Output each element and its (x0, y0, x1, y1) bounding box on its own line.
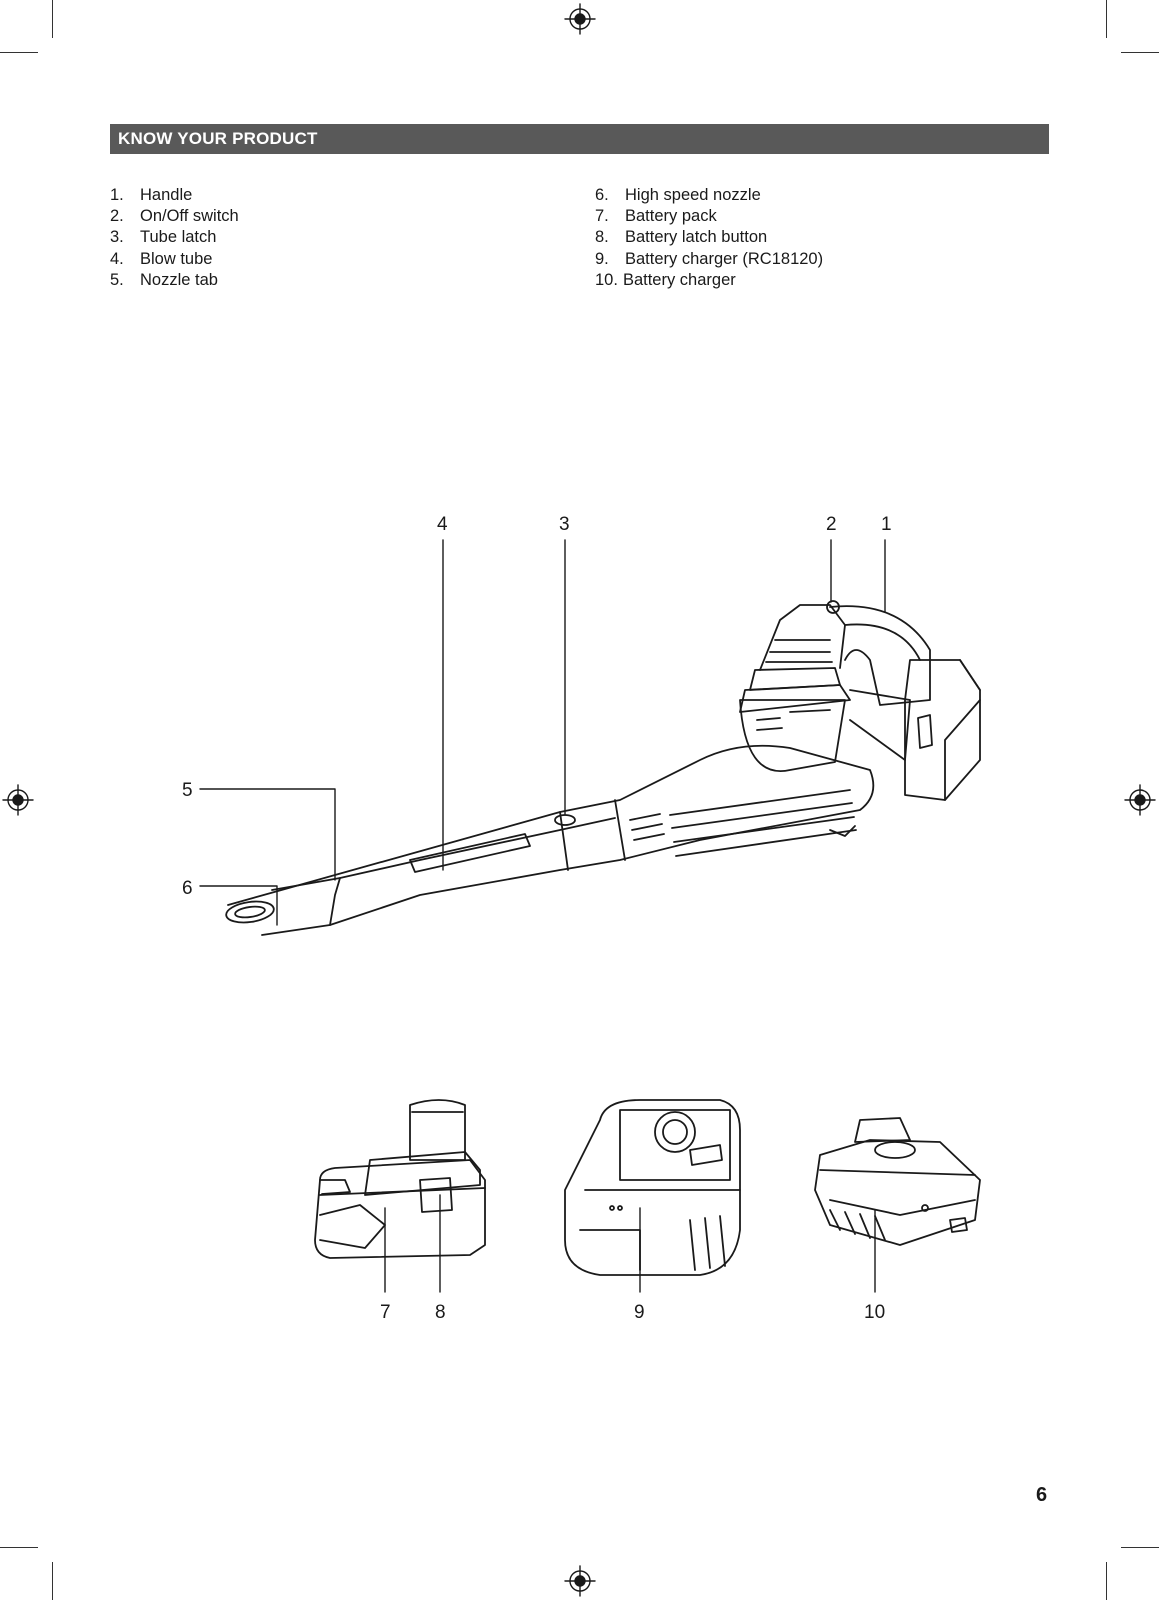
page-number: 6 (1036, 1484, 1048, 1506)
list-item: 7. Battery pack (595, 206, 823, 227)
item-label: High speed nozzle (625, 186, 761, 204)
callout-number: 7 (380, 1302, 391, 1323)
list-item: 9. Battery charger (RC18120) (595, 249, 823, 270)
item-label: Battery pack (625, 207, 717, 226)
callout-number: 6 (182, 878, 193, 899)
item-number: 10. (595, 270, 618, 289)
battery-charger-rc18120-drawing (564, 1099, 741, 1276)
callout-number: 5 (182, 780, 193, 801)
item-label: Nozzle tab (140, 270, 218, 289)
item-label: Handle (140, 186, 193, 204)
crop-mark (1121, 52, 1159, 53)
crop-mark (0, 1547, 38, 1548)
parts-list-right: 6. High speed nozzle 7. Battery pack 8. Bat… (595, 185, 823, 291)
crop-mark (52, 0, 53, 38)
battery-pack-drawing (314, 1099, 486, 1259)
blower-drawing (225, 600, 981, 936)
callout-number: 9 (634, 1302, 645, 1323)
callout-number: 10 (864, 1302, 885, 1323)
item-number: 5. (110, 270, 124, 289)
registration-mark-icon (1124, 784, 1156, 816)
list-item: 6. High speed nozzle (595, 185, 823, 206)
item-number: 6. (595, 186, 609, 204)
callout-number: 1 (881, 514, 892, 535)
item-label: Tube latch (140, 228, 217, 247)
crop-mark (0, 52, 38, 53)
callout-number: 4 (437, 514, 448, 535)
list-item: 4. Blow tube (110, 249, 239, 270)
registration-mark-icon (564, 3, 596, 35)
item-number: 1. (110, 186, 124, 204)
callout-leaders (199, 539, 886, 1293)
callout-number: 2 (826, 514, 837, 535)
crop-mark (1106, 0, 1107, 38)
list-item: 5. Nozzle tab (110, 270, 239, 291)
item-number: 7. (595, 207, 609, 226)
registration-mark-icon (2, 784, 34, 816)
crop-mark (1121, 1547, 1159, 1548)
item-label: Blow tube (140, 249, 213, 268)
list-item: 3. Tube latch (110, 227, 239, 248)
item-number: 8. (595, 228, 609, 247)
item-number: 2. (110, 207, 124, 226)
callout-number: 8 (435, 1302, 446, 1323)
item-label: On/Off switch (140, 207, 239, 226)
item-label: Battery charger (RC18120) (625, 249, 824, 268)
callout-number: 3 (559, 514, 570, 535)
item-label: Battery latch button (625, 228, 768, 247)
item-number: 3. (110, 228, 124, 247)
registration-mark-icon (564, 1565, 596, 1597)
item-number: 9. (595, 249, 609, 268)
list-item: 1. Handle (110, 185, 239, 206)
item-number: 4. (110, 249, 124, 268)
list-item: 10.Battery charger (595, 270, 823, 291)
item-label: Battery charger (622, 270, 736, 289)
crop-mark (52, 1562, 53, 1600)
section-header: KNOW YOUR PRODUCT (110, 124, 1049, 154)
list-item: 8. Battery latch button (595, 227, 823, 248)
crop-mark (1106, 1562, 1107, 1600)
list-item: 2. On/Off switch (110, 206, 239, 227)
section-title: KNOW YOUR PRODUCT (118, 129, 318, 148)
battery-charger-drawing (814, 1117, 981, 1246)
parts-list-left: 1. Handle 2. On/Off switch 3. Tube latch 4.… (110, 185, 239, 291)
